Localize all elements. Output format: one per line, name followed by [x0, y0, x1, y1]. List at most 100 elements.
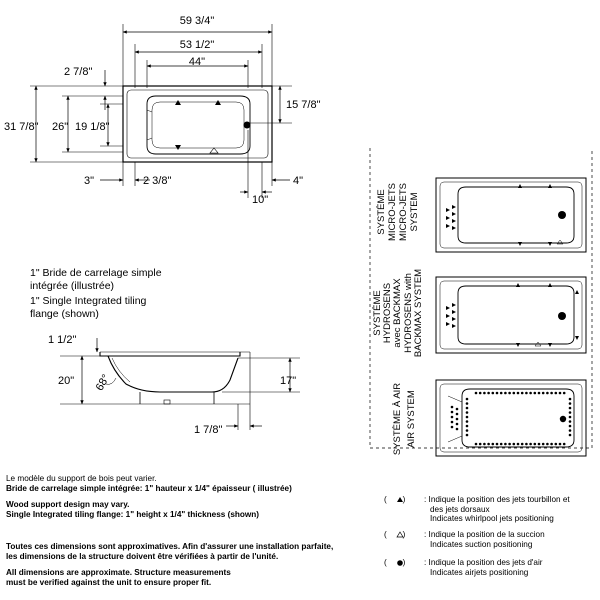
- legend-suction-fr-1: : Indique la position de la succion: [424, 530, 545, 539]
- legend-suction: ( △ ) : Indique la position de la succio…: [386, 530, 545, 549]
- air-jet-dot: [520, 442, 524, 446]
- air-jet-dot: [455, 412, 459, 416]
- legend-whirlpool-fr-1: : Indique la position des jets tourbillo…: [424, 495, 570, 504]
- note-approx-fr-2: les dimensions de la structure doivent ê…: [6, 552, 279, 561]
- air-jet-dot: [554, 391, 558, 395]
- air-system-tub: [435, 379, 587, 457]
- legend-paren-1: ( ): [384, 495, 406, 504]
- micro-jets-label-4: SYSTEM: [409, 192, 420, 231]
- note-approx-fr-1: Toutes ces dimensions sont approximative…: [6, 542, 334, 551]
- air-jet-dot: [450, 420, 454, 424]
- air-jet-dot: [568, 406, 572, 410]
- legend-airjets-en: Indicates airjets positioning: [430, 567, 529, 577]
- air-jet-dot: [562, 391, 566, 395]
- dim-inner-length: 53 1/2": [180, 39, 215, 51]
- air-jet-dot: [550, 391, 553, 395]
- air-jet-dot: [568, 429, 572, 432]
- air-jet-dot: [455, 417, 459, 421]
- note-wood-fr: Le modèle du support de bois peut varier…: [6, 474, 157, 483]
- dim-right-4: 4": [293, 175, 303, 187]
- dim-width-26: 26": [52, 121, 68, 133]
- air-jet-dot: [554, 442, 558, 446]
- dim-left-3: 3": [84, 175, 94, 187]
- air-jet-dot: [562, 442, 566, 446]
- air-jet-dot: [504, 442, 507, 446]
- legend-airjets-fr-1: : Indique la position des jets d'air: [424, 558, 543, 567]
- air-jet-dot: [533, 442, 537, 446]
- legend-whirlpool-en: Indicates whirlpool jets positioning: [430, 514, 554, 524]
- air-jet-dot: [465, 429, 469, 432]
- air-jet-dot: [568, 411, 572, 414]
- air-jet-dot: [529, 442, 532, 446]
- legend-whirlpool-fr-2: des jets dorsaux: [430, 504, 490, 514]
- note-approx-en-1: All dimensions are approximate. Structur…: [6, 568, 231, 577]
- air-jet-dot: [495, 442, 499, 446]
- air-jet-dot: [568, 424, 572, 428]
- note-approx-en-2: must be verified against the unit to ens…: [6, 578, 212, 587]
- air-jet-dot: [465, 415, 469, 419]
- air-jet-dot: [512, 391, 516, 395]
- air-jet-dot: [520, 391, 524, 395]
- top-view-dimensions: 59 3/4" 53 1/2" 44" 2 7/8" 31 7/8" 26" 1…: [4, 15, 321, 206]
- micro-jets-label-3: MICRO-JETS: [398, 183, 409, 241]
- air-jet-dot: [465, 424, 469, 428]
- hydrosens-label-1: SYSTÈME: [372, 290, 383, 335]
- systems-panel: SYSTÈME MICRO-JETS MICRO-JETS SYSTEM SYS…: [369, 148, 593, 457]
- dim-17: 17": [280, 375, 296, 387]
- dim-1-7-8: 1 7/8": [194, 424, 222, 436]
- dim-drain-offset: 15 7/8": [286, 99, 321, 111]
- micro-jets-label-1: SYSTÈME: [376, 189, 387, 234]
- air-jet-dot: [491, 391, 495, 395]
- micro-jets-tub: [435, 177, 587, 253]
- dim-drain-10: 10": [252, 194, 268, 206]
- air-jet-dot: [487, 391, 490, 395]
- air-jet-dot: [516, 391, 520, 395]
- air-jet-dot: [508, 442, 511, 446]
- air-jet-dot: [450, 415, 454, 419]
- air-jet-dot: [465, 406, 469, 410]
- side-view: [60, 338, 300, 430]
- air-jet-dot: [537, 442, 541, 446]
- legend-whirlpool: ( ▲ ) : Indique la position des jets tou…: [386, 495, 570, 524]
- dim-left-238: 2 3/8": [143, 175, 171, 187]
- air-jet-dot: [525, 391, 528, 395]
- air-jet-dot: [483, 391, 486, 395]
- dim-overall-width: 31 7/8": [4, 121, 39, 133]
- dim-1-1-2: 1 1/2": [48, 334, 76, 346]
- air-jet-dot: [465, 433, 469, 437]
- air-jet-dot: [516, 442, 520, 446]
- hydrosens-label-4: HYDROSENS with: [403, 273, 414, 353]
- air-jet-dot: [483, 442, 486, 446]
- air-jet-dot: [499, 442, 503, 446]
- note-flange-fr: Bride de carrelage simple intégrée: 1" h…: [6, 484, 292, 493]
- note-wood-en: Wood support design may vary.: [6, 500, 130, 509]
- top-view: [30, 24, 292, 198]
- dim-top-gap: 2 7/8": [64, 66, 92, 78]
- legend-symbols: [396, 497, 404, 566]
- dim-20: 20": [58, 375, 74, 387]
- legend-paren-3: ( ): [384, 558, 406, 567]
- air-jet-dot: [499, 391, 503, 395]
- dim-overall-length: 59 3/4": [180, 15, 215, 27]
- air-jet-dot: [465, 402, 469, 405]
- air-system-label-2: AIR SYSTEM: [406, 390, 417, 448]
- air-jet-dot: [455, 422, 459, 426]
- air-jet-dot: [568, 397, 572, 401]
- air-jet-dot: [568, 415, 572, 419]
- air-jet-dot: [455, 427, 459, 431]
- air-jet-dot: [450, 425, 454, 429]
- air-jet-dot: [478, 442, 482, 446]
- hydrosens-tub: [435, 276, 587, 354]
- flange-caption-fr-2: intégrée (illustrée): [30, 280, 115, 292]
- air-jet-dot: [474, 391, 478, 395]
- air-jet-dot: [508, 391, 511, 395]
- air-jet-dot: [495, 391, 499, 395]
- legend-suction-en: Indicates suction positioning: [430, 539, 533, 549]
- air-jet-dot: [541, 442, 545, 446]
- air-jet-dot: [450, 405, 454, 409]
- dim-bottom-length: 44": [189, 56, 205, 68]
- air-jet-dot: [478, 391, 482, 395]
- side-view-dimensions: 1 1/2" 20" 68° 17" 1 7/8": [48, 334, 296, 436]
- dim-width-19: 19 1/8": [75, 121, 110, 133]
